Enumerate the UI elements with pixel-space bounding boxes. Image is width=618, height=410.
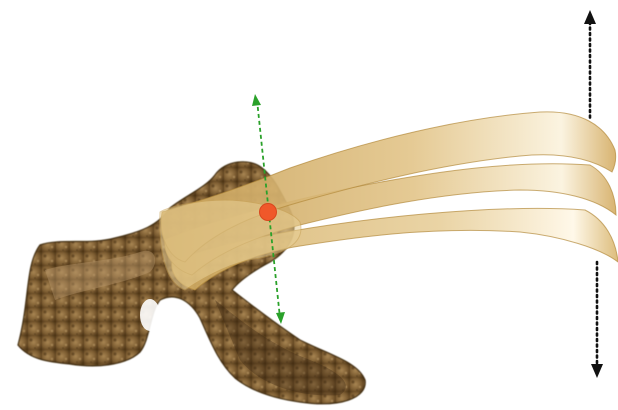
pivot-dot-icon	[260, 204, 277, 221]
lower-pull-arrow-icon	[591, 262, 603, 378]
bone-foramen	[140, 299, 160, 331]
muscle-bands	[160, 112, 618, 290]
upper-pull-arrow-icon	[584, 10, 596, 120]
